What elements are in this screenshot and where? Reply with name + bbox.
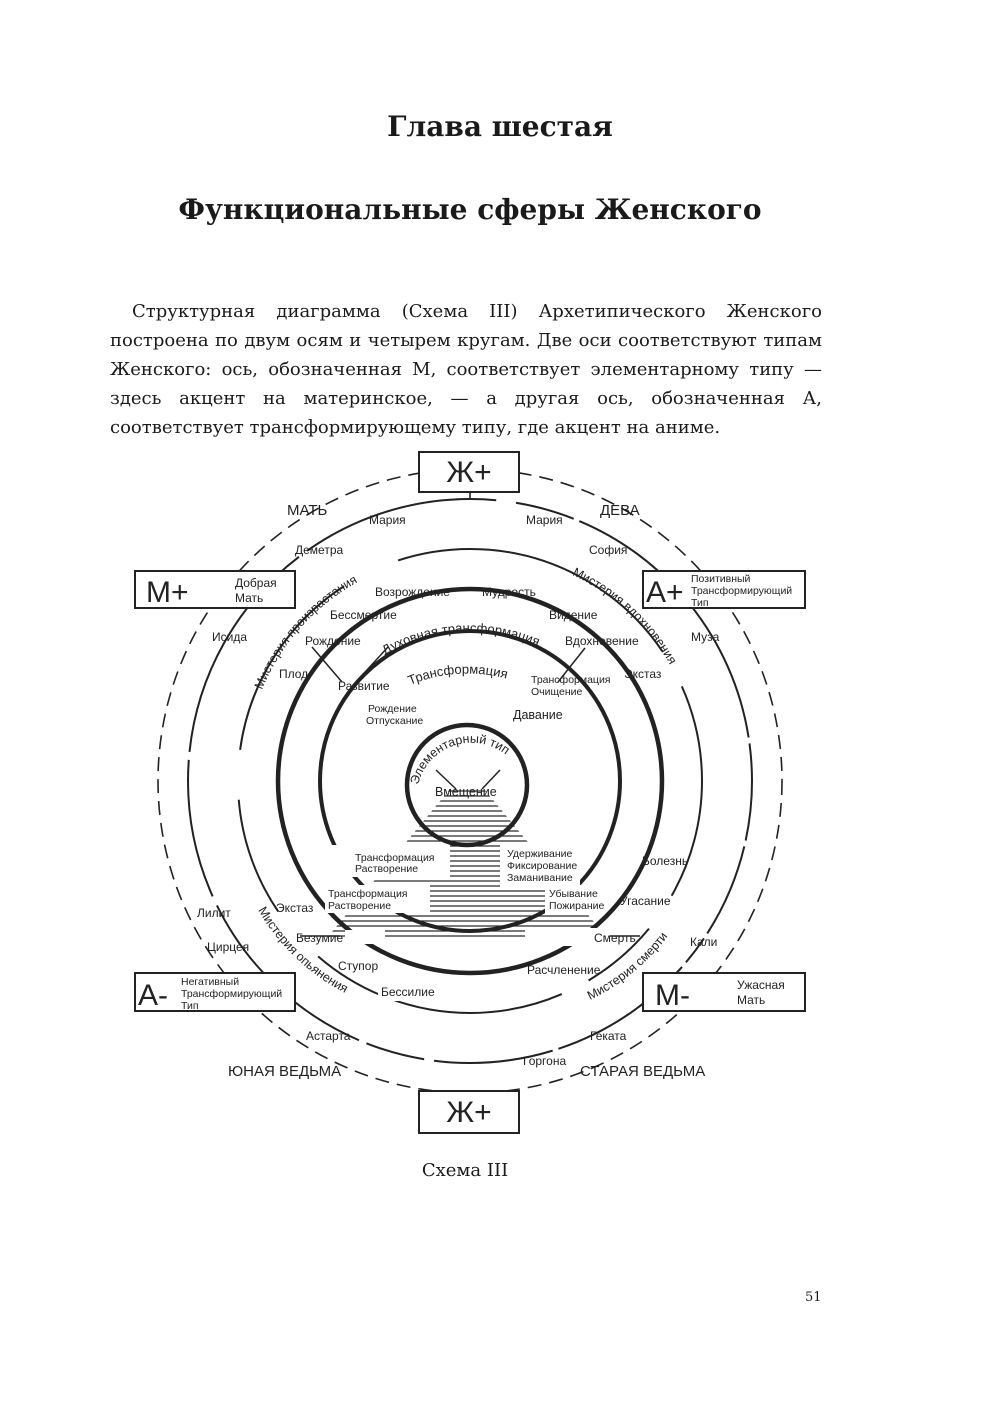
- label-transform-dissolve-outer-1: Трансформация: [328, 888, 408, 900]
- middle-ring: [237, 548, 703, 1014]
- box-m-plus-line2: Мать: [235, 591, 263, 605]
- label-madness: Безумие: [296, 931, 343, 945]
- box-m-plus: М+ Добрая Мать: [134, 570, 296, 609]
- box-m-minus: М- Ужасная Мать: [642, 972, 806, 1012]
- label-inspiration: Вдохновение: [565, 634, 639, 648]
- label-spiritual-transformation: Духовная трансформация: [379, 620, 542, 657]
- label-holding-3: Заманивание: [507, 872, 573, 884]
- label-birth-release-1: Рождение: [368, 703, 417, 715]
- label-gorgon: Горгона: [523, 1054, 566, 1068]
- box-a-plus-line1: Позитивный: [691, 573, 751, 585]
- box-a-plus-line3: Тип: [691, 597, 709, 609]
- label-old-witch: СТАРАЯ ВЕДЬМА: [580, 1063, 705, 1080]
- box-top: Ж+: [418, 451, 520, 493]
- figure-caption: Схема III: [421, 1160, 509, 1181]
- label-isis: Исида: [212, 630, 247, 644]
- label-transform-dissolve-inner-1: Трансформация: [355, 852, 435, 864]
- label-transformation-text: Трансформация: [406, 661, 510, 687]
- scheme-diagram: Ж+ Ж+ М+ Добрая Мать А+ Позитивный Транс…: [134, 451, 806, 1134]
- box-a-minus-line1: Негативный: [181, 976, 239, 988]
- label-stupor: Ступор: [338, 959, 378, 973]
- box-m-plus-line1: Добрая: [235, 576, 277, 590]
- label-hecate: Геката: [590, 1029, 627, 1043]
- label-immortality: Бессмертие: [330, 608, 397, 622]
- label-birth: Рождение: [305, 634, 361, 648]
- label-death: Смерть: [594, 931, 636, 945]
- thick-ring: [275, 586, 665, 976]
- label-holding-2: Фиксирование: [507, 860, 577, 872]
- label-decline-1: Убывание: [549, 888, 598, 900]
- label-ecstasy-right: Экстаз: [624, 667, 662, 681]
- box-a-minus-line2: Трансформирующий: [181, 988, 282, 1000]
- label-virgin: ДЕВА: [600, 502, 640, 519]
- label-sophia: София: [589, 543, 627, 557]
- label-maria-left: Мария: [369, 513, 406, 527]
- label-elementary-type: Элементарный тип: [407, 732, 512, 786]
- label-transform-dissolve-inner-2: Растворение: [355, 863, 418, 875]
- label-holding-1: Удерживание: [507, 848, 573, 860]
- label-extinction: Угасание: [620, 894, 671, 908]
- page-number: 51: [805, 1290, 822, 1305]
- box-m-minus-symbol: М-: [655, 979, 690, 1012]
- label-spiritual-transformation-text: Духовная трансформация: [379, 620, 542, 657]
- label-development: Развитие: [338, 679, 390, 693]
- label-transformation: Трансформация: [406, 661, 510, 687]
- label-demeter: Деметра: [295, 543, 343, 557]
- intro-paragraph: Структурная диаграмма (Схема III) Архети…: [110, 301, 822, 438]
- label-rebirth: Возрождение: [375, 585, 450, 599]
- box-a-plus: А+ Позитивный Трансформирующий Тип: [642, 570, 806, 609]
- label-transform-dissolve-outer-2: Растворение: [328, 900, 391, 912]
- label-wisdom: Мудрость: [482, 585, 536, 599]
- label-kali: Кали: [690, 935, 717, 949]
- label-astarte: Астарта: [306, 1029, 351, 1043]
- label-ecstasy-left: Экстаз: [276, 901, 314, 915]
- label-impotence: Бессилие: [381, 985, 435, 999]
- label-birth-release-2: Отпускание: [366, 715, 423, 727]
- box-a-plus-line2: Трансформирующий: [691, 585, 792, 597]
- box-bottom: Ж+: [418, 1090, 520, 1134]
- box-top-symbol: Ж+: [446, 456, 491, 489]
- label-muse: Муза: [691, 630, 720, 644]
- box-bottom-symbol: Ж+: [446, 1096, 491, 1129]
- label-decline-2: Пожирание: [549, 900, 605, 912]
- label-containing: Вмещение: [435, 785, 497, 799]
- label-fruit: Плод: [279, 667, 308, 681]
- box-a-plus-symbol: А+: [646, 576, 684, 609]
- label-vision: Видение: [549, 608, 598, 622]
- label-elementary-type-text: Элементарный тип: [407, 732, 512, 786]
- label-transform-cleanse-2: Очищение: [531, 686, 583, 698]
- label-mother: МАТЬ: [287, 502, 327, 519]
- label-giving: Давание: [513, 708, 563, 722]
- label-young-witch: ЮНАЯ ВЕДЬМА: [228, 1063, 341, 1080]
- box-a-minus-symbol: А-: [138, 979, 168, 1012]
- chapter-title: Глава шестая: [387, 110, 613, 143]
- box-m-minus-line2: Мать: [737, 993, 765, 1007]
- box-m-minus-line1: Ужасная: [737, 978, 785, 992]
- box-a-minus: А- Негативный Трансформирующий Тип: [134, 972, 296, 1012]
- box-a-minus-line3: Тип: [181, 1000, 199, 1012]
- label-illness: Болезнь: [642, 854, 688, 868]
- box-m-plus-symbol: М+: [146, 576, 189, 609]
- chapter-subtitle: Функциональные сферы Женского: [178, 193, 762, 226]
- label-lilith: Лилит: [197, 906, 231, 920]
- label-circe: Цирцея: [207, 940, 249, 954]
- label-transform-cleanse-1: Трансформация: [531, 674, 611, 686]
- label-dismemberment: Расчленение: [527, 963, 601, 977]
- label-maria-right: Мария: [526, 513, 563, 527]
